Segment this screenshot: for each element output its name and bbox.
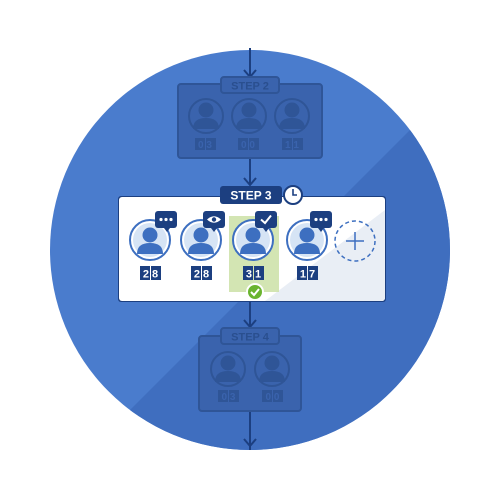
step-4-avatar-1[interactable] [210,351,246,387]
step-2-label: STEP 2 [231,81,269,93]
step-3-counter-4: 1 7 [297,266,318,281]
step-2-avatar-1[interactable] [188,98,224,134]
chat-bubble-icon[interactable] [155,211,177,232]
step-4-avatar-2[interactable] [254,351,290,387]
step-3-avatar-3[interactable] [232,219,274,261]
step-3-avatar-1[interactable] [129,219,171,261]
step-4-counter-1: 0 3 [218,390,239,403]
step-2-avatar-3[interactable] [274,98,310,134]
svg-text:0 3: 0 3 [222,392,236,403]
svg-text:1 1: 1 1 [285,140,299,151]
step-3-card: STEP 3 [118,185,386,302]
step-4-counter-2: 0 0 [262,390,283,403]
step-3-counter-3: 3 1 [243,266,264,281]
clock-icon[interactable] [283,185,303,205]
step-4-label: STEP 4 [231,332,270,344]
approved-check-icon [246,283,264,301]
chat-bubble-icon[interactable] [310,211,332,232]
step-3-label: STEP 3 [230,189,271,203]
step-3-avatar-4[interactable] [286,219,328,261]
step-3-counter-2: 2 8 [191,266,212,281]
svg-text:0 3: 0 3 [198,140,212,151]
step-3-avatar-2[interactable] [180,219,222,261]
svg-text:0 0: 0 0 [241,140,255,151]
step-3-counter-1: 2 8 [140,266,161,281]
step-2-avatar-2[interactable] [231,98,267,134]
step-2-panel: STEP 2 0 3 0 0 1 1 [177,76,323,159]
svg-text:0 0: 0 0 [266,392,280,403]
svg-text:2 8: 2 8 [194,269,209,281]
svg-text:2 8: 2 8 [143,269,158,281]
step-2-counter-1: 0 3 [195,138,216,151]
step-2-counter-2: 0 0 [238,138,259,151]
checkmark-icon[interactable] [255,211,277,232]
eye-icon[interactable] [203,211,225,232]
add-participant-button[interactable] [334,220,376,262]
svg-text:1 7: 1 7 [300,269,315,281]
svg-text:3 1: 3 1 [246,269,261,281]
plus-icon [346,232,364,250]
step-2-counter-3: 1 1 [282,138,303,151]
step-4-panel: STEP 4 0 3 0 0 [198,327,302,412]
